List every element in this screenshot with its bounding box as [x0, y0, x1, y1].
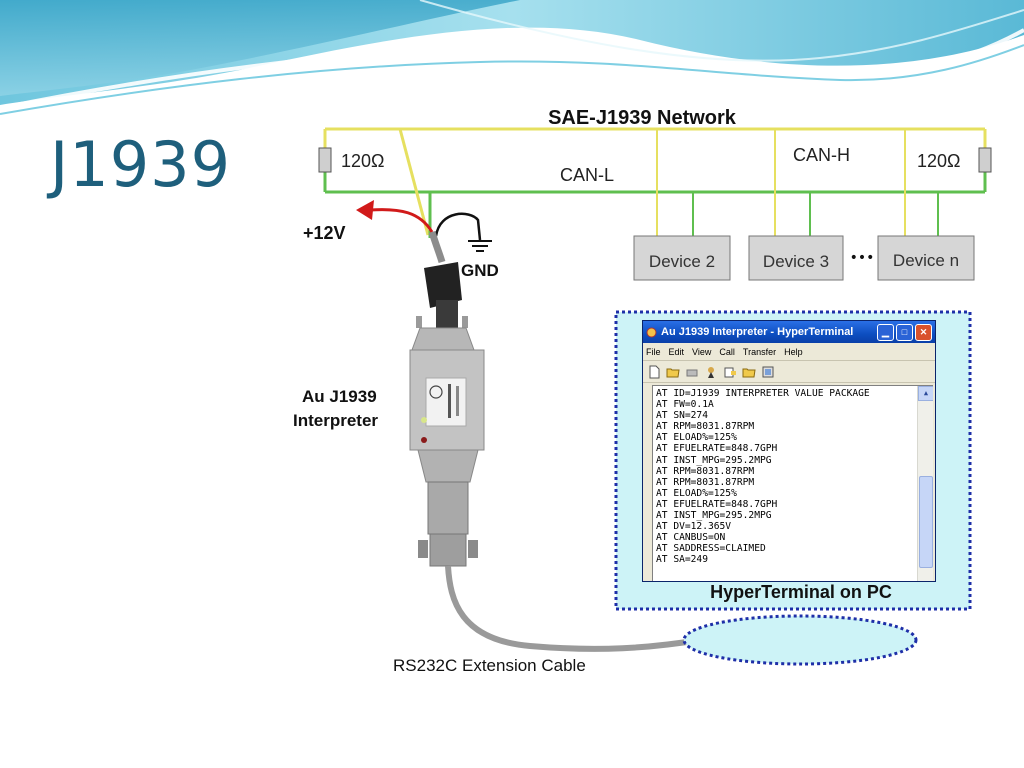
terminal-line: AT RPM=8031.87RPM — [656, 421, 755, 433]
hyperterminal-titlebar[interactable]: Au J1939 Interpreter - HyperTerminal ▁ □… — [643, 321, 935, 343]
scroll-thumb[interactable] — [919, 476, 933, 568]
interpreter-label-line1: Au J1939 — [302, 387, 377, 406]
close-icon: ✕ — [919, 326, 928, 337]
power-wire — [369, 208, 434, 233]
interpreter-label-line2: Interpreter — [293, 411, 378, 430]
hyperterminal-toolbar — [643, 361, 935, 383]
receive-icon[interactable] — [742, 365, 756, 379]
terminal-line: AT RPM=8031.87RPM — [656, 465, 755, 477]
resistor-left-label: 120Ω — [341, 151, 385, 171]
hyperterminal-title: Au J1939 Interpreter - HyperTerminal — [661, 326, 854, 338]
menu-file[interactable]: File — [646, 346, 661, 357]
minimize-icon: ▁ — [882, 326, 889, 337]
terminal-line: AT RPM=8031.87RPM — [656, 476, 755, 488]
au-j1939-interpreter-device — [409, 262, 485, 567]
device-ellipsis: ••• — [850, 250, 875, 266]
settings-icon[interactable] — [761, 365, 775, 379]
hyperterminal-window: Au J1939 Interpreter - HyperTerminal ▁ □… — [642, 320, 936, 582]
maximize-icon: □ — [901, 326, 908, 337]
disconnect-icon[interactable] — [685, 365, 699, 379]
close-button[interactable]: ✕ — [915, 323, 932, 341]
device-taps — [656, 129, 939, 236]
terminal-scrollbar[interactable]: ▲ — [917, 386, 933, 581]
terminal-line: AT INST_MPG=295.2MPG — [656, 510, 772, 522]
rs232-extension-cable — [445, 565, 701, 652]
wave-dark-band — [0, 0, 520, 96]
slide-title: J1939 — [50, 128, 232, 201]
terminal-line: AT CANBUS=ON — [656, 532, 726, 544]
hyperterminal-menubar: File Edit View Call Transfer Help — [643, 343, 935, 361]
terminal-line: AT DV=12.365V — [656, 521, 732, 533]
can-bus — [323, 127, 987, 194]
terminating-resistor-left — [318, 147, 332, 173]
terminal-line: AT INST_MPG=295.2MPG — [656, 454, 772, 466]
can-l-label: CAN-L — [560, 165, 614, 185]
open-icon[interactable] — [666, 365, 680, 379]
hyperterminal-app-icon — [646, 327, 657, 338]
bus-cable — [428, 230, 446, 263]
device-box-n: Device n — [877, 235, 975, 281]
pc-caption: HyperTerminal on PC — [710, 582, 892, 602]
terminal-line: AT ELOAD%=125% — [656, 487, 737, 499]
minimize-button[interactable]: ▁ — [877, 323, 894, 341]
network-title: SAE-J1939 Network — [548, 107, 737, 129]
ground-wire — [434, 212, 482, 241]
wave-line-2 — [0, 44, 1024, 115]
power-arrow-head — [356, 200, 374, 220]
device-label-2: Device 2 — [649, 252, 715, 271]
terminal-line: AT SA=249 — [656, 554, 708, 566]
device-label-n: Device n — [893, 251, 959, 270]
terminal-line: AT EFUELRATE=848.7GPH — [656, 498, 778, 510]
properties-icon[interactable] — [704, 365, 718, 379]
terminal-line: AT SN=274 — [656, 410, 708, 422]
ground-label: GND — [461, 261, 499, 280]
terminating-resistor-right — [978, 147, 992, 173]
interpreter-can-h-tap — [398, 128, 430, 236]
terminal-line: AT ID=J1939 INTERPRETER VALUE PACKAGE — [656, 388, 870, 399]
wave-white-line — [0, 28, 1024, 110]
ground-symbol — [468, 240, 492, 252]
menu-help[interactable]: Help — [784, 346, 803, 357]
resistor-right-label: 120Ω — [917, 151, 961, 171]
new-icon[interactable] — [647, 365, 661, 379]
device-box-2: Device 2 — [633, 235, 731, 281]
send-icon[interactable] — [723, 365, 737, 379]
scroll-up-button[interactable]: ▲ — [918, 386, 933, 401]
cable-label: RS232C Extension Cable — [393, 656, 586, 675]
terminal-line: AT SADDRESS=CLAIMED — [656, 543, 766, 555]
wave-line-3 — [419, 0, 1024, 62]
terminal-line: AT EFUELRATE=848.7GPH — [656, 443, 778, 455]
menu-call[interactable]: Call — [719, 346, 735, 357]
menu-transfer[interactable]: Transfer — [742, 346, 777, 357]
device-label-3: Device 3 — [763, 252, 829, 271]
maximize-button[interactable]: □ — [896, 323, 913, 341]
device-box-3: Device 3 — [748, 235, 844, 281]
terminal-line: AT FW=0.1A — [656, 399, 714, 411]
power-label: +12V — [303, 223, 346, 243]
pc-callout-ellipse — [682, 614, 918, 666]
can-h-label: CAN-H — [793, 145, 850, 165]
menu-edit[interactable]: Edit — [668, 346, 685, 357]
terminal-line: AT ELOAD%=125% — [656, 432, 737, 444]
menu-view[interactable]: View — [692, 346, 712, 357]
chevron-up-icon: ▲ — [923, 389, 929, 397]
